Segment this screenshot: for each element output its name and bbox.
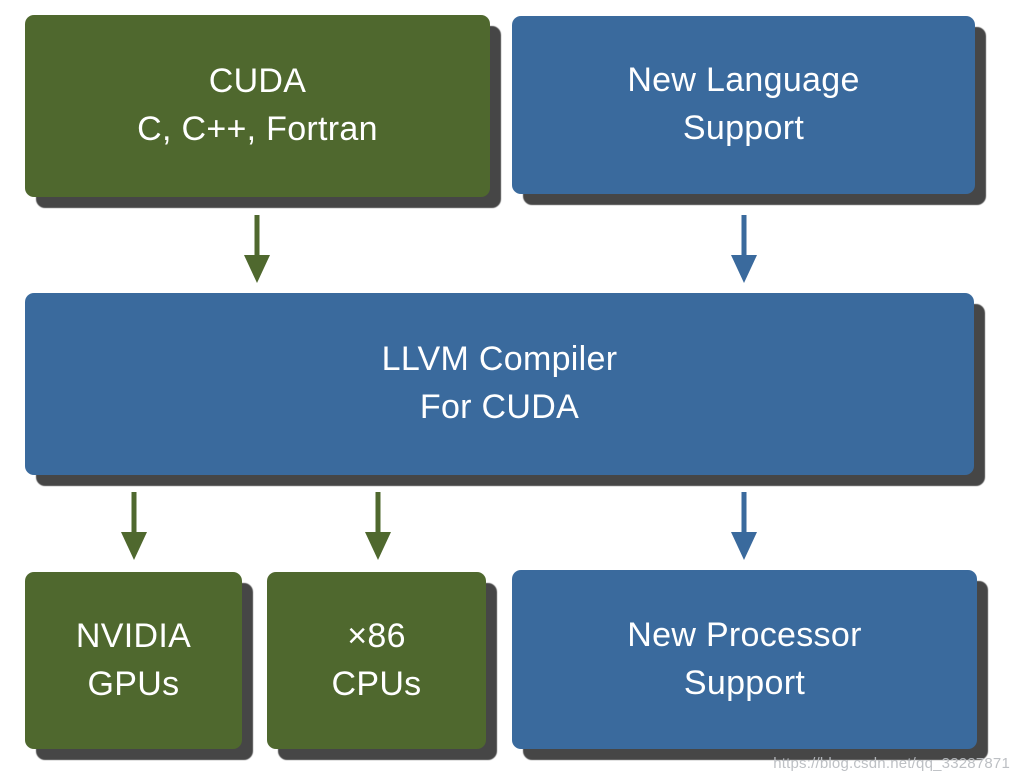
node-x86-cpus: ×86 CPUs xyxy=(267,572,486,749)
arrow-llvm-to-x86-icon xyxy=(365,492,391,560)
node-llvm-line1: LLVM Compiler xyxy=(381,340,618,379)
node-cuda: CUDA C, C++, Fortran xyxy=(25,15,490,197)
node-nvidia-line1: NVIDIA xyxy=(75,616,192,655)
node-new-processor: New Processor Support xyxy=(512,570,977,749)
arrow-down-icon xyxy=(244,215,270,283)
arrow-down-icon xyxy=(365,492,391,560)
node-cuda-line1: CUDA xyxy=(208,62,307,101)
node-new-language: New Language Support xyxy=(512,16,975,194)
arrow-llvm-to-nvidia-icon xyxy=(121,492,147,560)
arrow-down-icon xyxy=(731,215,757,283)
node-x86-line2: CPUs xyxy=(331,664,422,703)
arrow-down-icon xyxy=(121,492,147,560)
node-nvidia-line2: GPUs xyxy=(87,664,180,703)
node-new-language-line1: New Language xyxy=(627,61,860,100)
arrow-llvm-to-newprocessor-icon xyxy=(731,492,757,560)
node-cuda-line2: C, C++, Fortran xyxy=(137,110,378,148)
arrow-cuda-to-llvm-icon xyxy=(244,215,270,283)
node-x86-line1: ×86 xyxy=(347,616,406,655)
node-llvm-line2: For CUDA xyxy=(419,388,580,426)
node-new-processor-line2: Support xyxy=(683,663,806,702)
node-nvidia-gpus: NVIDIA GPUs xyxy=(25,572,242,749)
node-llvm-compiler: LLVM Compiler For CUDA xyxy=(25,293,974,475)
node-new-language-line2: Support xyxy=(682,109,805,147)
arrow-newlanguage-to-llvm-icon xyxy=(731,215,757,283)
node-new-processor-line1: New Processor xyxy=(627,615,862,654)
arrow-down-icon xyxy=(731,492,757,560)
watermark-url: https://blog.csdn.net/qq_33287871 xyxy=(773,755,1010,772)
